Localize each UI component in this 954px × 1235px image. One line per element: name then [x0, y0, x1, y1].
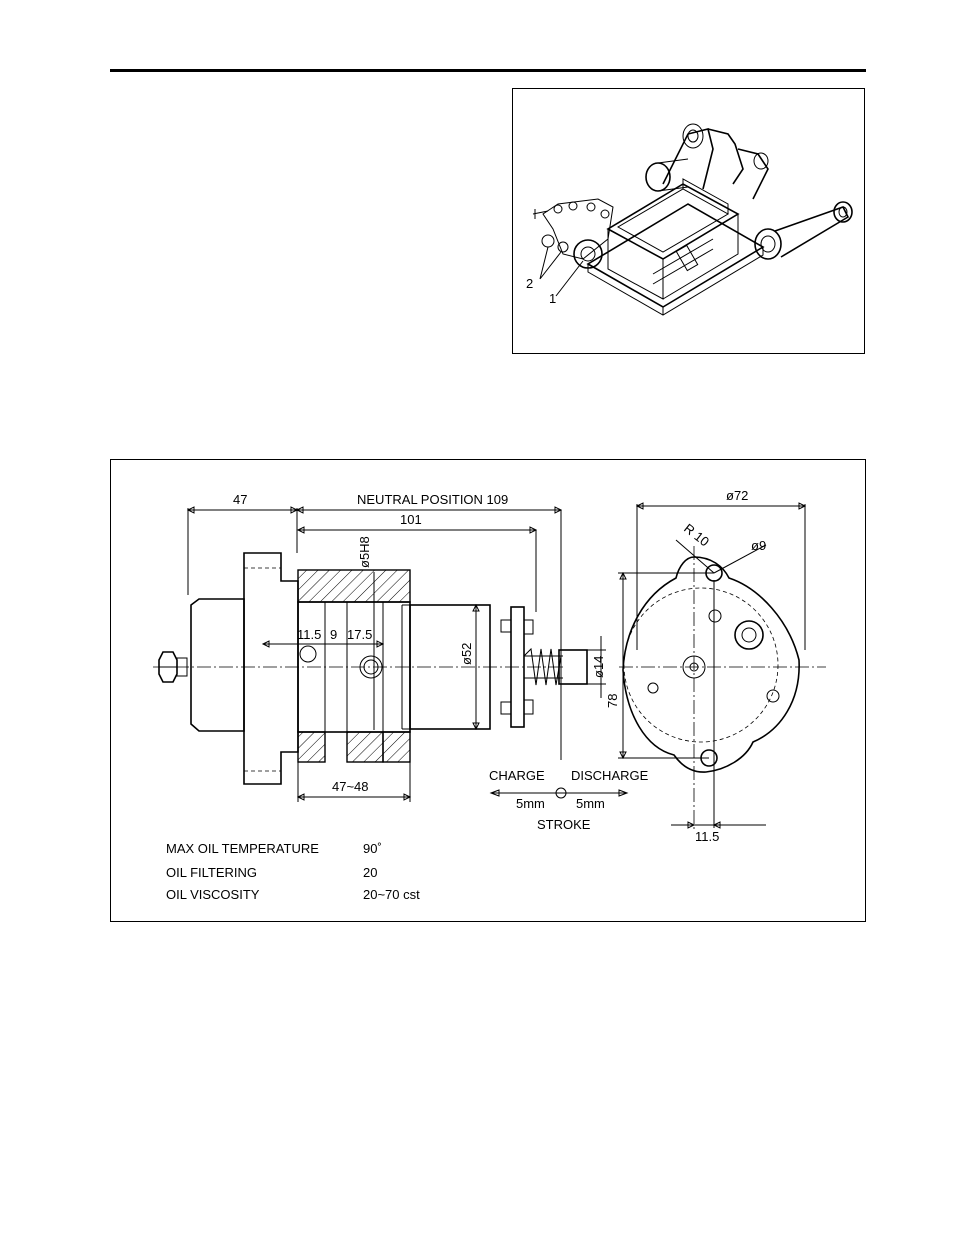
dim-dia-9: ø9	[751, 538, 766, 553]
dim-47: 47	[233, 492, 247, 507]
dim-bore-5h8: ø5H8	[357, 536, 372, 568]
dim-9: 9	[330, 627, 337, 642]
dim-101: 101	[400, 512, 422, 527]
stroke-left-mm: 5mm	[516, 796, 545, 811]
dim-r10: R 10	[681, 521, 712, 550]
dimension-drawing-figure: 47 NEUTRAL POSITION 109 101 ø5H8 11.5 9 …	[110, 459, 866, 922]
spec-label-oil-viscosity: OIL VISCOSITY	[166, 887, 260, 902]
isometric-assembly-figure: 2 1	[512, 88, 865, 354]
dim-dia-52: ø52	[459, 643, 474, 665]
dim-neutral-position: NEUTRAL POSITION 109	[357, 492, 508, 507]
spec-label-max-oil-temp: MAX OIL TEMPERATURE	[166, 841, 319, 856]
stroke-charge-label: CHARGE	[489, 768, 545, 783]
dim-11-5-left: 11.5	[297, 627, 321, 642]
spec-label-oil-filtering: OIL FILTERING	[166, 865, 258, 880]
stroke-label: STROKE	[537, 817, 591, 832]
dim-47-48: 47~48	[332, 779, 369, 794]
spec-value-oil-viscosity: 20~70 cst	[363, 887, 420, 902]
dim-11-5-bottom: 11.5	[695, 829, 719, 844]
dim-dia-72: ø72	[726, 488, 748, 503]
spec-value-max-oil-temp: 90˚	[363, 841, 382, 856]
dim-dia-14: ø14	[591, 656, 606, 678]
dim-17-5: 17.5	[347, 627, 372, 642]
spec-value-oil-filtering: 20	[363, 865, 378, 880]
stroke-discharge-label: DISCHARGE	[571, 768, 649, 783]
stroke-right-mm: 5mm	[576, 796, 605, 811]
dimension-drawing: 47 NEUTRAL POSITION 109 101 ø5H8 11.5 9 …	[153, 488, 826, 844]
isometric-assembly-drawing: 2 1	[526, 123, 853, 316]
callout-1: 1	[549, 291, 556, 306]
header-rule	[110, 69, 866, 72]
callout-2: 2	[526, 276, 533, 291]
dim-78: 78	[605, 694, 620, 708]
